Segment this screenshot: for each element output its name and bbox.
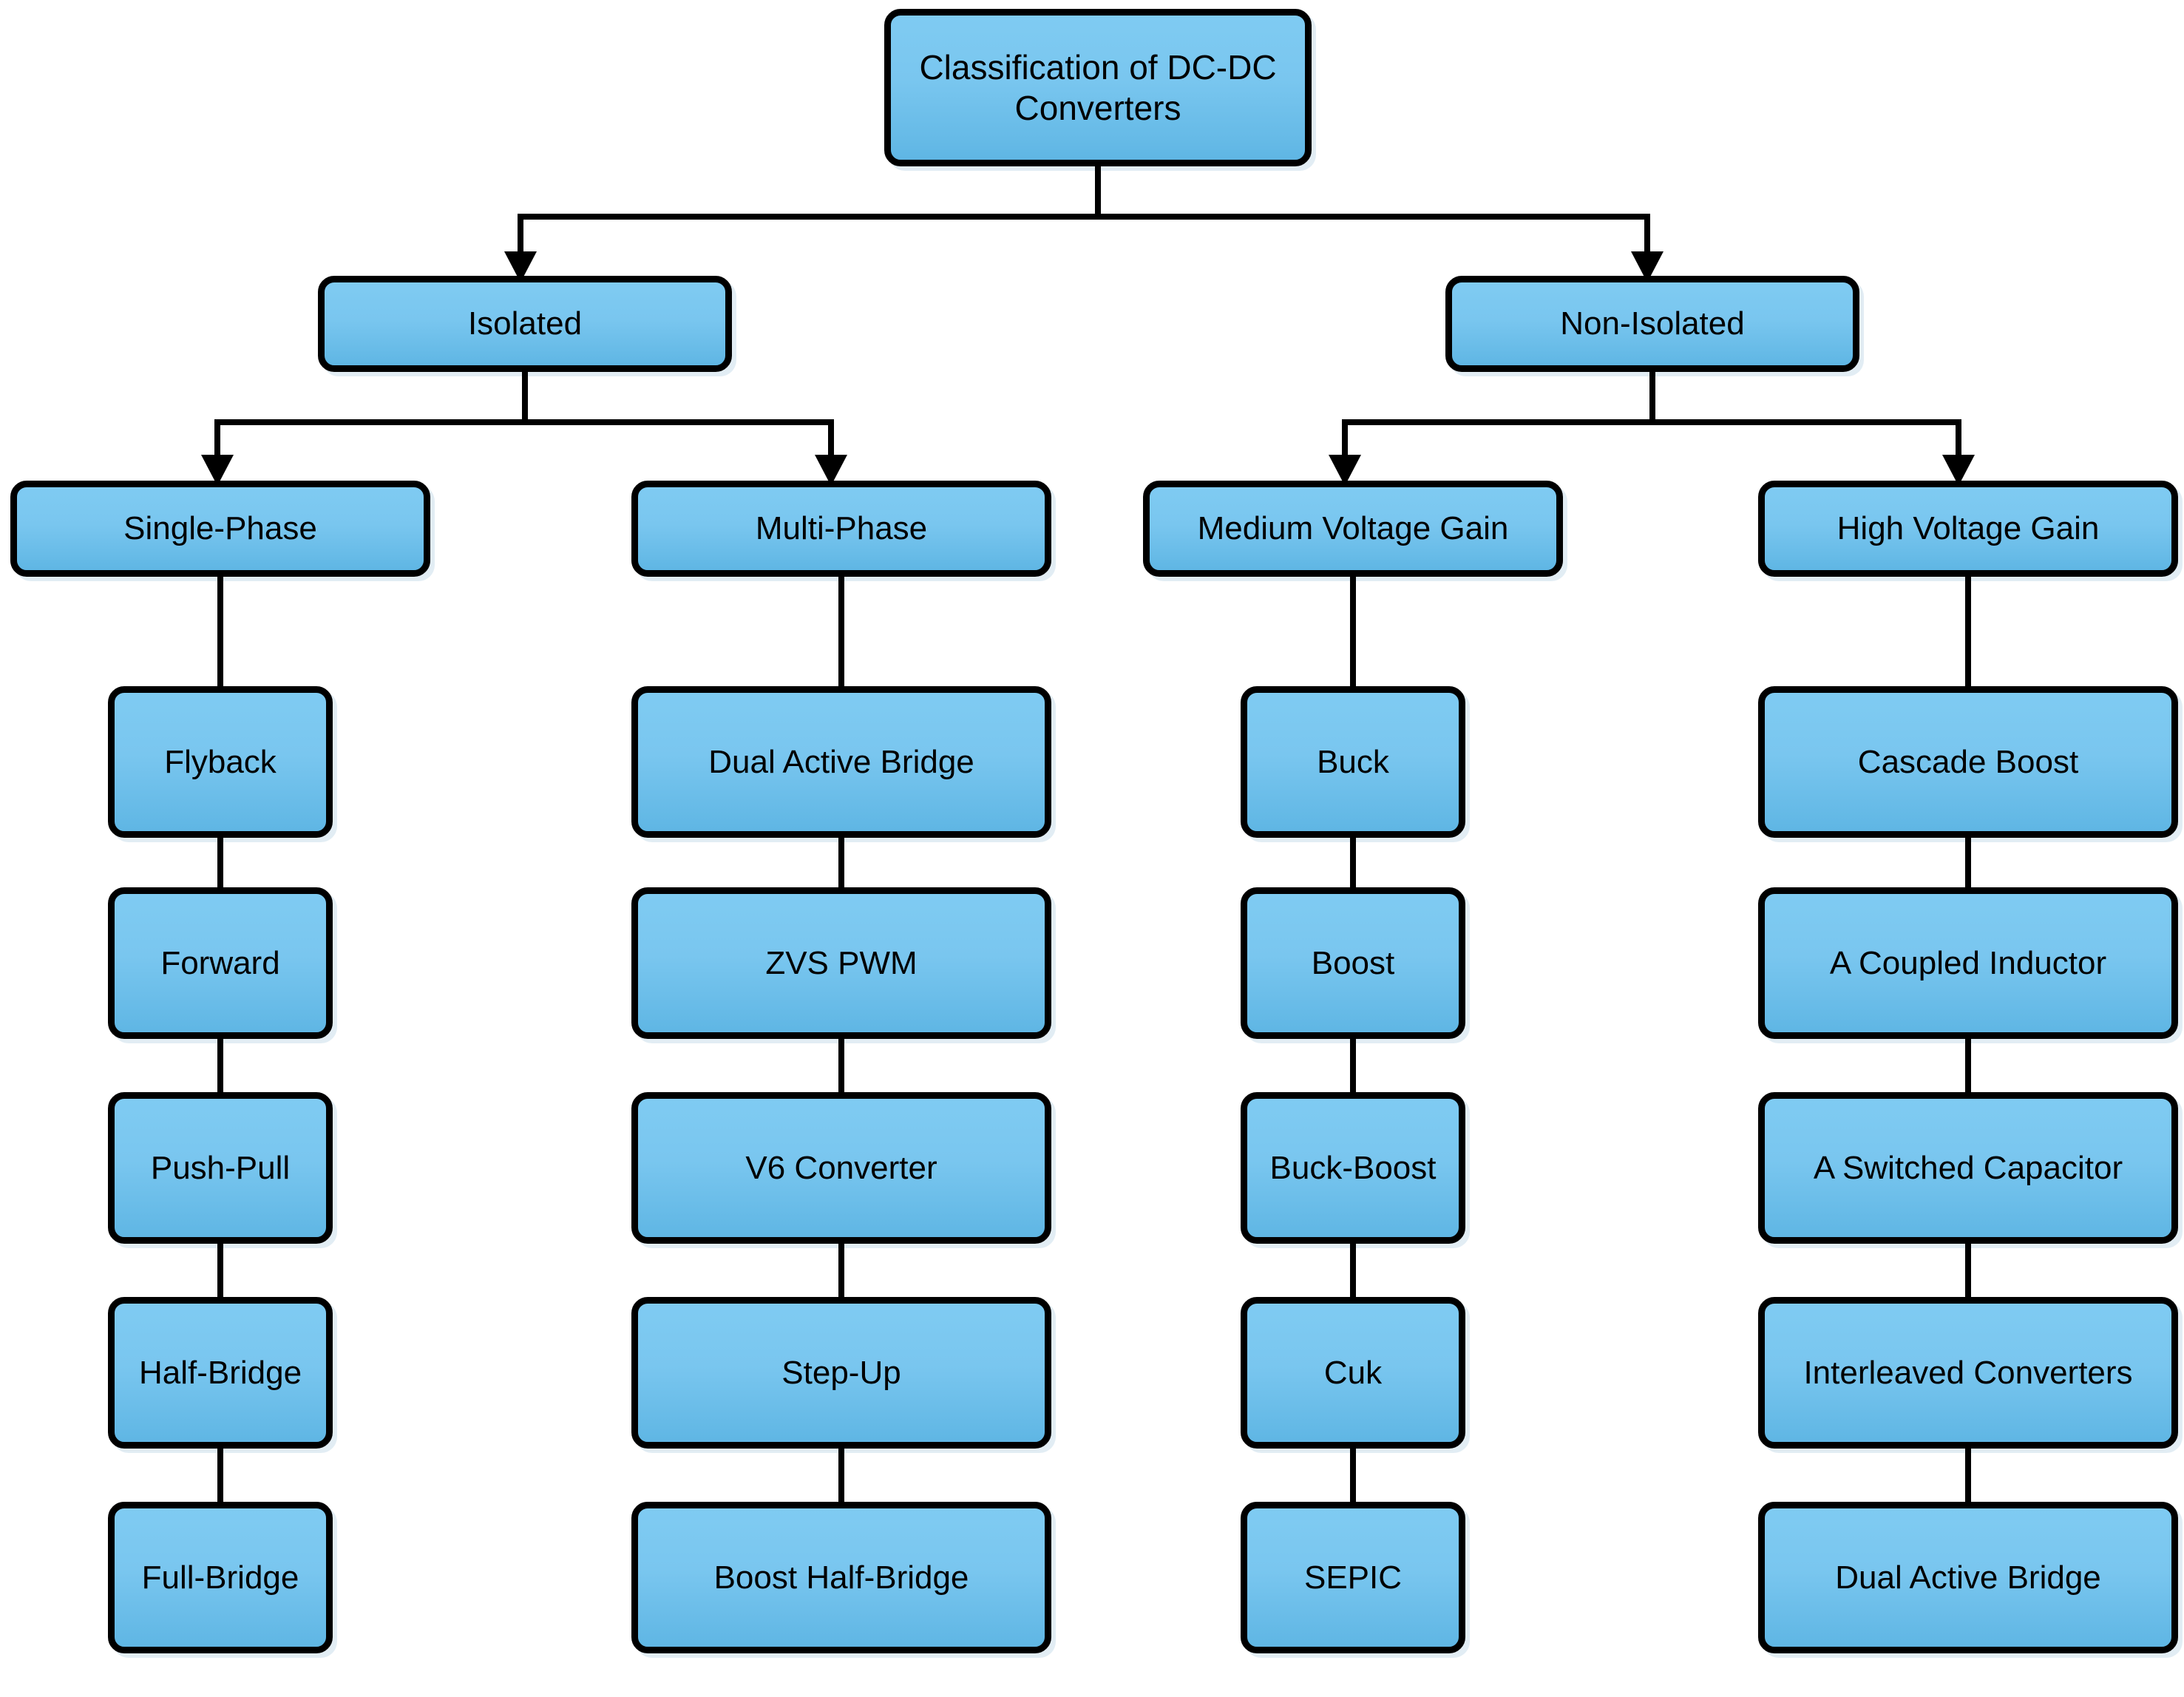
connector-multi-phase-to-dual-active-bridge [838,577,844,686]
node-multi-phase[interactable]: Multi-Phase [631,481,1051,577]
node-non-isolated[interactable]: Non-Isolated [1445,276,1859,372]
node-label: Single-Phase [123,510,317,547]
connector-nonisolated-to-high-gain [1956,419,1961,458]
node-label: Non-Isolated [1560,305,1745,342]
node-cascade-boost[interactable]: Cascade Boost [1758,686,2178,838]
connector-root-to-isolated [518,214,523,254]
connector-cascade-boost-to-coupled-inductor [1965,838,1971,887]
node-label: High Voltage Gain [1837,510,2100,547]
node-label: Dual Active Bridge [1835,1559,2101,1596]
node-a-coupled-inductor[interactable]: A Coupled Inductor [1758,887,2178,1039]
connector-buck-boost-to-cuk [1350,1244,1356,1297]
connector-coupled-inductor-to-switched-capacitor [1965,1039,1971,1092]
node-label: A Switched Capacitor [1813,1149,2123,1186]
node-push-pull[interactable]: Push-Pull [108,1092,333,1244]
connector-zvs-pwm-to-v6-converter [838,1039,844,1092]
connector-isolated-to-multi-phase [828,419,834,458]
connector-isolated-to-single-phase [214,419,220,458]
node-label: Boost [1311,944,1395,981]
connector-switched-capacitor-to-interleaved [1965,1244,1971,1297]
connector-half-bridge-to-full-bridge [217,1449,223,1502]
node-isolated[interactable]: Isolated [318,276,732,372]
node-label: Boost Half-Bridge [713,1559,969,1596]
node-medium-voltage-gain[interactable]: Medium Voltage Gain [1143,481,1563,577]
node-label: ZVS PWM [765,944,918,981]
node-boost[interactable]: Boost [1241,887,1465,1039]
node-label: Forward [160,944,280,981]
node-label: A Coupled Inductor [1829,944,2107,981]
connector-flyback-to-forward [217,838,223,887]
node-label: Interleaved Converters [1803,1354,2133,1391]
node-cuk[interactable]: Cuk [1241,1297,1465,1449]
node-label: SEPIC [1303,1559,1403,1596]
node-label: Isolated [467,305,583,342]
connector-push-pull-to-half-bridge [217,1244,223,1297]
node-label: V6 Converter [745,1149,937,1186]
node-boost-half-bridge[interactable]: Boost Half-Bridge [631,1502,1051,1653]
node-a-switched-capacitor[interactable]: A Switched Capacitor [1758,1092,2178,1244]
node-label: Cascade Boost [1857,743,2079,780]
node-label: Classification of DC-DC Converters [919,48,1277,127]
node-v6-converter[interactable]: V6 Converter [631,1092,1051,1244]
node-root-classification[interactable]: Classification of DC-DC Converters [884,9,1312,166]
connector-boost-to-buck-boost [1350,1039,1356,1092]
node-label: Medium Voltage Gain [1197,510,1509,547]
node-label: Buck-Boost [1269,1149,1437,1186]
connector-cuk-to-sepic [1350,1449,1356,1502]
connector-nonisolated-to-medium-gain [1342,419,1348,458]
node-flyback[interactable]: Flyback [108,686,333,838]
connector-interleaved-to-dual-active-bridge [1965,1449,1971,1502]
connector-root-to-nonisolated [1644,214,1650,254]
connector-dab-to-zvs-pwm [838,838,844,887]
node-dual-active-bridge-hvg[interactable]: Dual Active Bridge [1758,1502,2178,1653]
connector-single-phase-to-flyback [217,577,223,686]
connector-forward-to-push-pull [217,1039,223,1092]
connector-nonisolated-bar [1342,419,1961,425]
node-buck[interactable]: Buck [1241,686,1465,838]
node-half-bridge[interactable]: Half-Bridge [108,1297,333,1449]
connector-nonisolated-stem [1649,372,1655,422]
node-dual-active-bridge-mp[interactable]: Dual Active Bridge [631,686,1051,838]
node-label: Dual Active Bridge [708,743,974,780]
connector-isolated-stem [522,372,528,422]
node-buck-boost[interactable]: Buck-Boost [1241,1092,1465,1244]
connector-buck-to-boost [1350,838,1356,887]
node-high-voltage-gain[interactable]: High Voltage Gain [1758,481,2178,577]
connector-root-bar [518,214,1650,220]
node-label: Step-Up [781,1354,901,1391]
node-step-up[interactable]: Step-Up [631,1297,1051,1449]
node-label: Full-Bridge [141,1559,299,1596]
node-label: Half-Bridge [138,1354,302,1391]
node-single-phase[interactable]: Single-Phase [10,481,430,577]
node-zvs-pwm[interactable]: ZVS PWM [631,887,1051,1039]
connector-high-gain-to-cascade-boost [1965,577,1971,686]
node-sepic[interactable]: SEPIC [1241,1502,1465,1653]
node-label: Push-Pull [150,1149,291,1186]
connector-v6-to-step-up [838,1244,844,1297]
connector-root-stem [1095,166,1101,217]
node-label: Cuk [1323,1354,1383,1391]
node-full-bridge[interactable]: Full-Bridge [108,1502,333,1653]
node-forward[interactable]: Forward [108,887,333,1039]
connector-isolated-bar [214,419,834,425]
connector-medium-gain-to-buck [1350,577,1356,686]
node-interleaved-converters[interactable]: Interleaved Converters [1758,1297,2178,1449]
node-label: Buck [1317,743,1389,780]
connector-step-up-to-boost-half-bridge [838,1449,844,1502]
node-label: Flyback [164,743,277,780]
node-label: Multi-Phase [755,510,928,547]
